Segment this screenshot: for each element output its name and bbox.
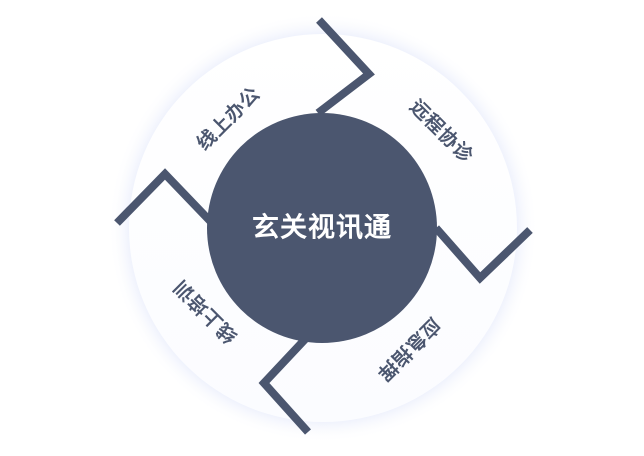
center-hub <box>207 113 437 343</box>
arrow-bottom <box>258 331 313 435</box>
arrow-right <box>432 225 533 284</box>
arrow-left <box>114 168 215 226</box>
center-title: 玄关视讯通 <box>252 212 392 244</box>
arrow-top <box>315 17 375 117</box>
